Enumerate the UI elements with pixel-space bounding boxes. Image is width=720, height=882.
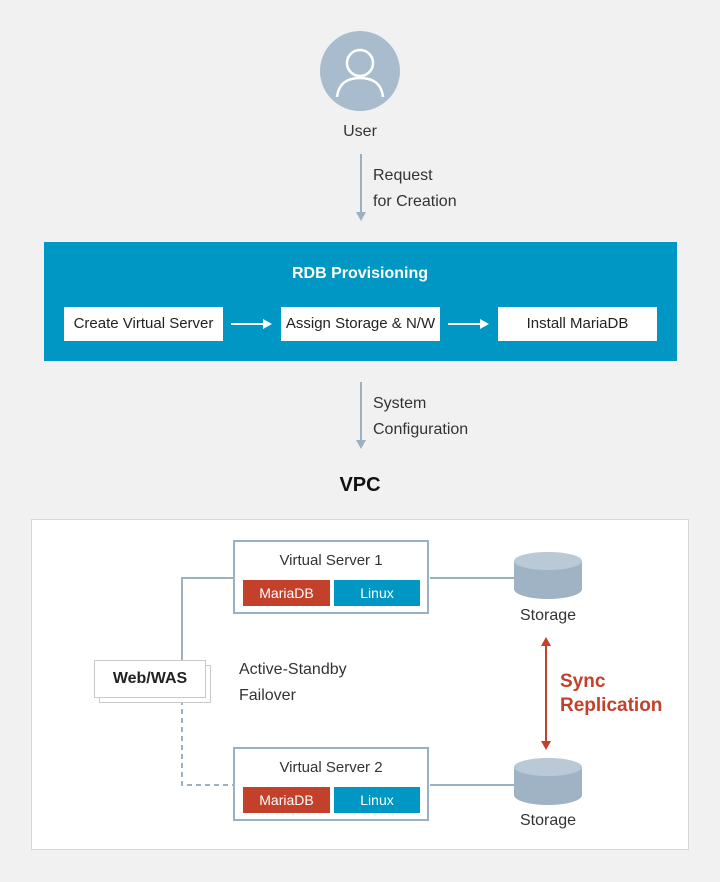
linux-badge: Linux bbox=[334, 580, 420, 606]
configuration-arrow bbox=[356, 382, 366, 449]
user-avatar-icon bbox=[320, 31, 400, 111]
web-was-box: Web/WAS bbox=[94, 660, 206, 698]
linux-badge: Linux bbox=[334, 787, 420, 813]
storage-label-2: Storage bbox=[519, 812, 577, 829]
mariadb-badge: MariaDB bbox=[243, 787, 330, 813]
configuration-text: System Configuration bbox=[373, 391, 468, 443]
request-arrow bbox=[356, 154, 366, 221]
request-text-line1: Request bbox=[373, 167, 433, 184]
step-install-mariadb: Install MariaDB bbox=[498, 307, 657, 341]
storage-label-1: Storage bbox=[519, 607, 577, 624]
request-text-line2: for Creation bbox=[373, 193, 457, 210]
rdb-provisioning-title: RDB Provisioning bbox=[291, 265, 428, 282]
storage-cylinder-icon bbox=[514, 552, 582, 599]
step-arrow-icon bbox=[448, 319, 489, 329]
failover-text-line2: Failover bbox=[239, 687, 296, 704]
virtual-server-2-title: Virtual Server 2 bbox=[279, 759, 383, 776]
configuration-text-line2: Configuration bbox=[373, 421, 469, 438]
failover-text: Active-Standby Failover bbox=[239, 657, 347, 709]
step-arrow-icon bbox=[231, 319, 272, 329]
failover-text-line1: Active-Standby bbox=[239, 661, 347, 678]
configuration-text-line1: System bbox=[373, 395, 427, 412]
vpc-title: VPC bbox=[339, 474, 381, 496]
step-assign-storage: Assign Storage & N/W bbox=[281, 307, 440, 341]
user-label: User bbox=[343, 123, 377, 140]
virtual-server-1: Virtual Server 1 MariaDB Linux bbox=[233, 540, 429, 614]
sync-line1: Sync bbox=[560, 671, 606, 692]
rdb-provisioning-panel bbox=[44, 242, 677, 361]
virtual-server-1-title: Virtual Server 1 bbox=[279, 552, 383, 569]
storage-cylinder-icon bbox=[514, 758, 582, 805]
sync-replication-label: Sync Replication bbox=[560, 670, 662, 718]
mariadb-badge: MariaDB bbox=[243, 580, 330, 606]
virtual-server-2: Virtual Server 2 MariaDB Linux bbox=[233, 747, 429, 821]
sync-line2: Replication bbox=[560, 695, 663, 716]
step-create-virtual-server: Create Virtual Server bbox=[64, 307, 223, 341]
request-text: Request for Creation bbox=[373, 163, 457, 215]
